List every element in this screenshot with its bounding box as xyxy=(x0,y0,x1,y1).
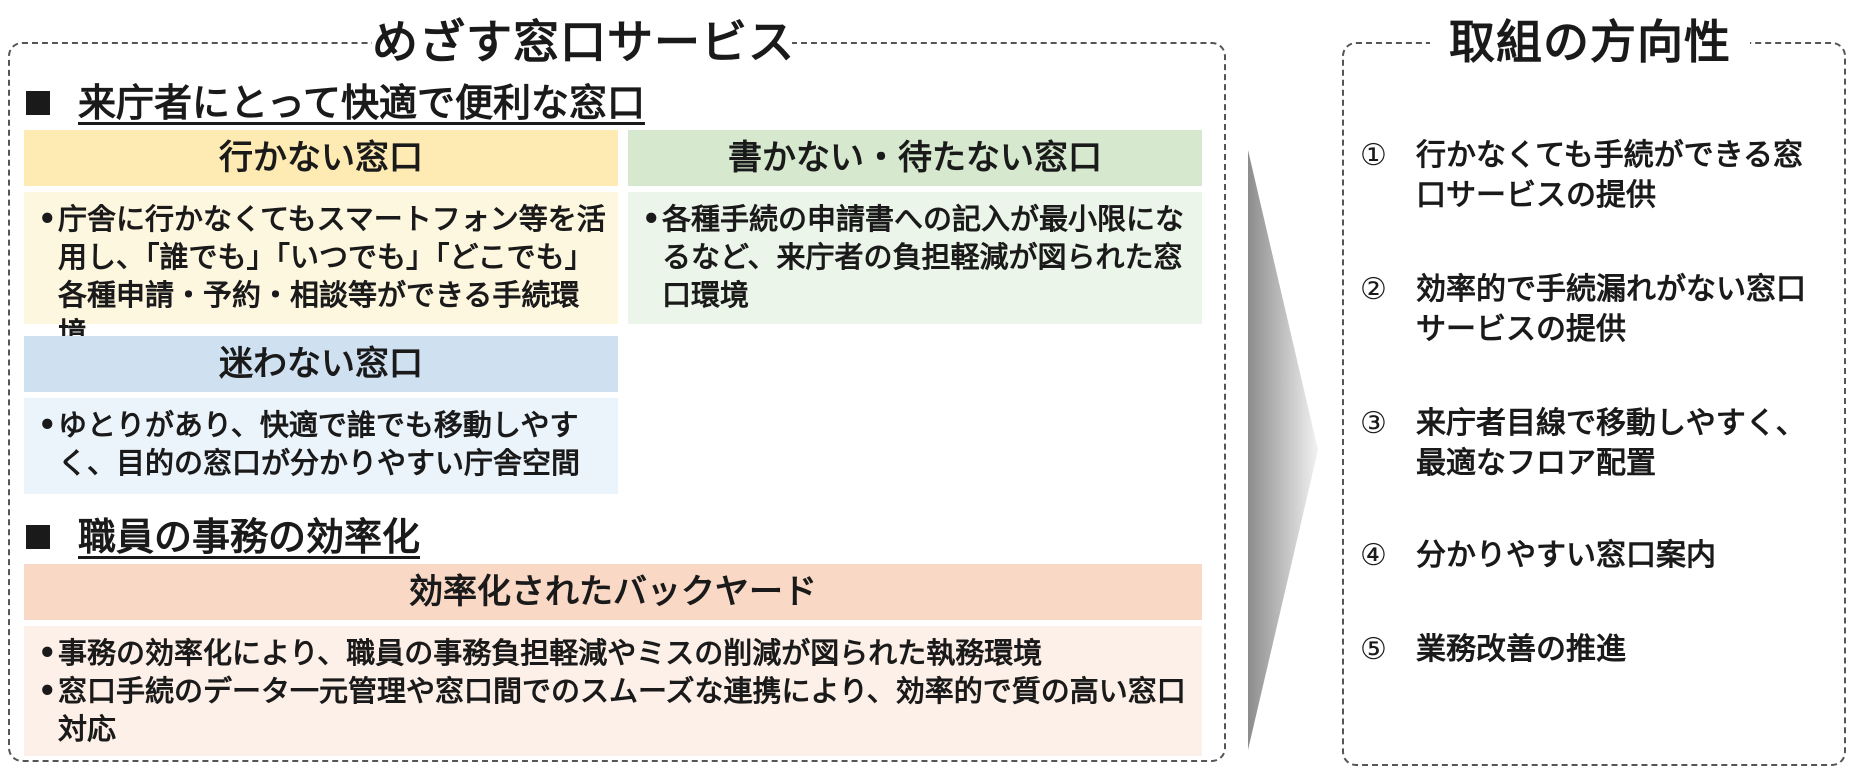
bullet-text: 窓口手続のデータ一元管理や窓口間でのスムーズな連携により、効率的で質の高い窓口対… xyxy=(58,674,1186,746)
bullet-dot: • xyxy=(38,202,57,236)
square-bullet-icon xyxy=(26,90,50,115)
card-no-writing-waiting-window: 書かない・待たない窓口 • 各種手続の申請書への記入が最小限になるなど、来庁者の… xyxy=(628,130,1202,324)
approach-title: 取組の方向性 xyxy=(1430,0,1750,84)
approach-item-text: 分かりやすい窓口案内 xyxy=(1416,538,1716,573)
approach-item-4: ④ 分かりやすい窓口案内 xyxy=(1360,536,1826,576)
bullet-dot: • xyxy=(38,674,57,708)
approach-item-2: ② 効率的で手続漏れがない窓口サービスの提供 xyxy=(1360,270,1826,350)
approach-item-number: ④ xyxy=(1360,538,1387,573)
card-no-confusion-window-title: 迷わない窓口 xyxy=(24,336,618,392)
chevron-right-gradient-icon xyxy=(1248,150,1318,750)
card-no-visit-window-title: 行かない窓口 xyxy=(24,130,618,186)
approach-item-number: ① xyxy=(1360,138,1387,173)
bullet-text: 事務の効率化により、職員の事務負担軽減やミスの削減が図られた執務環境 xyxy=(58,636,1043,670)
square-bullet-icon xyxy=(26,524,50,549)
card-efficient-backyard-title: 効率化されたバックヤード xyxy=(24,564,1202,620)
section-heading-staff-text: 職員の事務の効率化 xyxy=(78,515,421,559)
card-no-writing-waiting-window-title: 書かない・待たない窓口 xyxy=(628,130,1202,186)
approach-item-5: ⑤ 業務改善の推進 xyxy=(1360,630,1826,670)
approach-item-text: 行かなくても手続ができる窓口サービスの提供 xyxy=(1416,138,1803,213)
bullet-text: ゆとりがあり、快適で誰でも移動しやすく、目的の窓口が分かりやすい庁舎空間 xyxy=(58,408,581,480)
approach-item-number: ② xyxy=(1360,272,1387,307)
card-no-confusion-window: 迷わない窓口 • ゆとりがあり、快適で誰でも移動しやすく、目的の窓口が分かりやす… xyxy=(24,336,618,494)
list-item: • 窓口手続のデータ一元管理や窓口間でのスムーズな連携により、効率的で質の高い窓… xyxy=(38,672,1192,748)
card-no-visit-window-body: • 庁舎に行かなくてもスマートフォン等を活用し、「誰でも」「いつでも」「どこでも… xyxy=(24,192,618,350)
card-no-visit-window: 行かない窓口 • 庁舎に行かなくてもスマートフォン等を活用し、「誰でも」「いつで… xyxy=(24,130,618,350)
approach-item-3: ③ 来庁者目線で移動しやすく、最適なフロア配置 xyxy=(1360,404,1826,484)
approach-item-text: 効率的で手続漏れがない窓口サービスの提供 xyxy=(1416,272,1806,347)
bullet-text: 各種手続の申請書への記入が最小限になるなど、来庁者の負担軽減が図られた窓口環境 xyxy=(662,202,1185,312)
bullet-dot: • xyxy=(38,636,57,670)
list-item: • 事務の効率化により、職員の事務負担軽減やミスの削減が図られた執務環境 xyxy=(38,634,1192,672)
approach-item-text: 業務改善の推進 xyxy=(1416,632,1626,667)
target-services-title: めざす窓口サービス xyxy=(372,0,794,84)
section-heading-visitor: 来庁者にとって快適で便利な窓口 xyxy=(26,76,645,130)
bullet-dot: • xyxy=(38,408,57,442)
list-item: • ゆとりがあり、快適で誰でも移動しやすく、目的の窓口が分かりやすい庁舎空間 xyxy=(38,406,608,482)
approach-item-number: ③ xyxy=(1360,406,1387,441)
approach-item-1: ① 行かなくても手続ができる窓口サービスの提供 xyxy=(1360,136,1826,216)
card-no-confusion-window-body: • ゆとりがあり、快適で誰でも移動しやすく、目的の窓口が分かりやすい庁舎空間 xyxy=(24,398,618,494)
list-item: • 各種手続の申請書への記入が最小限になるなど、来庁者の負担軽減が図られた窓口環… xyxy=(642,200,1192,314)
approach-item-text: 来庁者目線で移動しやすく、最適なフロア配置 xyxy=(1416,406,1806,481)
section-heading-visitor-text: 来庁者にとって快適で便利な窓口 xyxy=(78,81,645,125)
list-item: • 庁舎に行かなくてもスマートフォン等を活用し、「誰でも」「いつでも」「どこでも… xyxy=(38,200,608,352)
bullet-text: 庁舎に行かなくてもスマートフォン等を活用し、「誰でも」「いつでも」「どこでも」各… xyxy=(58,202,606,350)
section-heading-staff: 職員の事務の効率化 xyxy=(26,510,420,564)
card-efficient-backyard: 効率化されたバックヤード • 事務の効率化により、職員の事務負担軽減やミスの削減… xyxy=(24,564,1202,756)
bullet-dot: • xyxy=(642,202,661,236)
card-efficient-backyard-body: • 事務の効率化により、職員の事務負担軽減やミスの削減が図られた執務環境 • 窓… xyxy=(24,626,1202,756)
approach-item-number: ⑤ xyxy=(1360,632,1387,667)
card-no-writing-waiting-window-body: • 各種手続の申請書への記入が最小限になるなど、来庁者の負担軽減が図られた窓口環… xyxy=(628,192,1202,324)
